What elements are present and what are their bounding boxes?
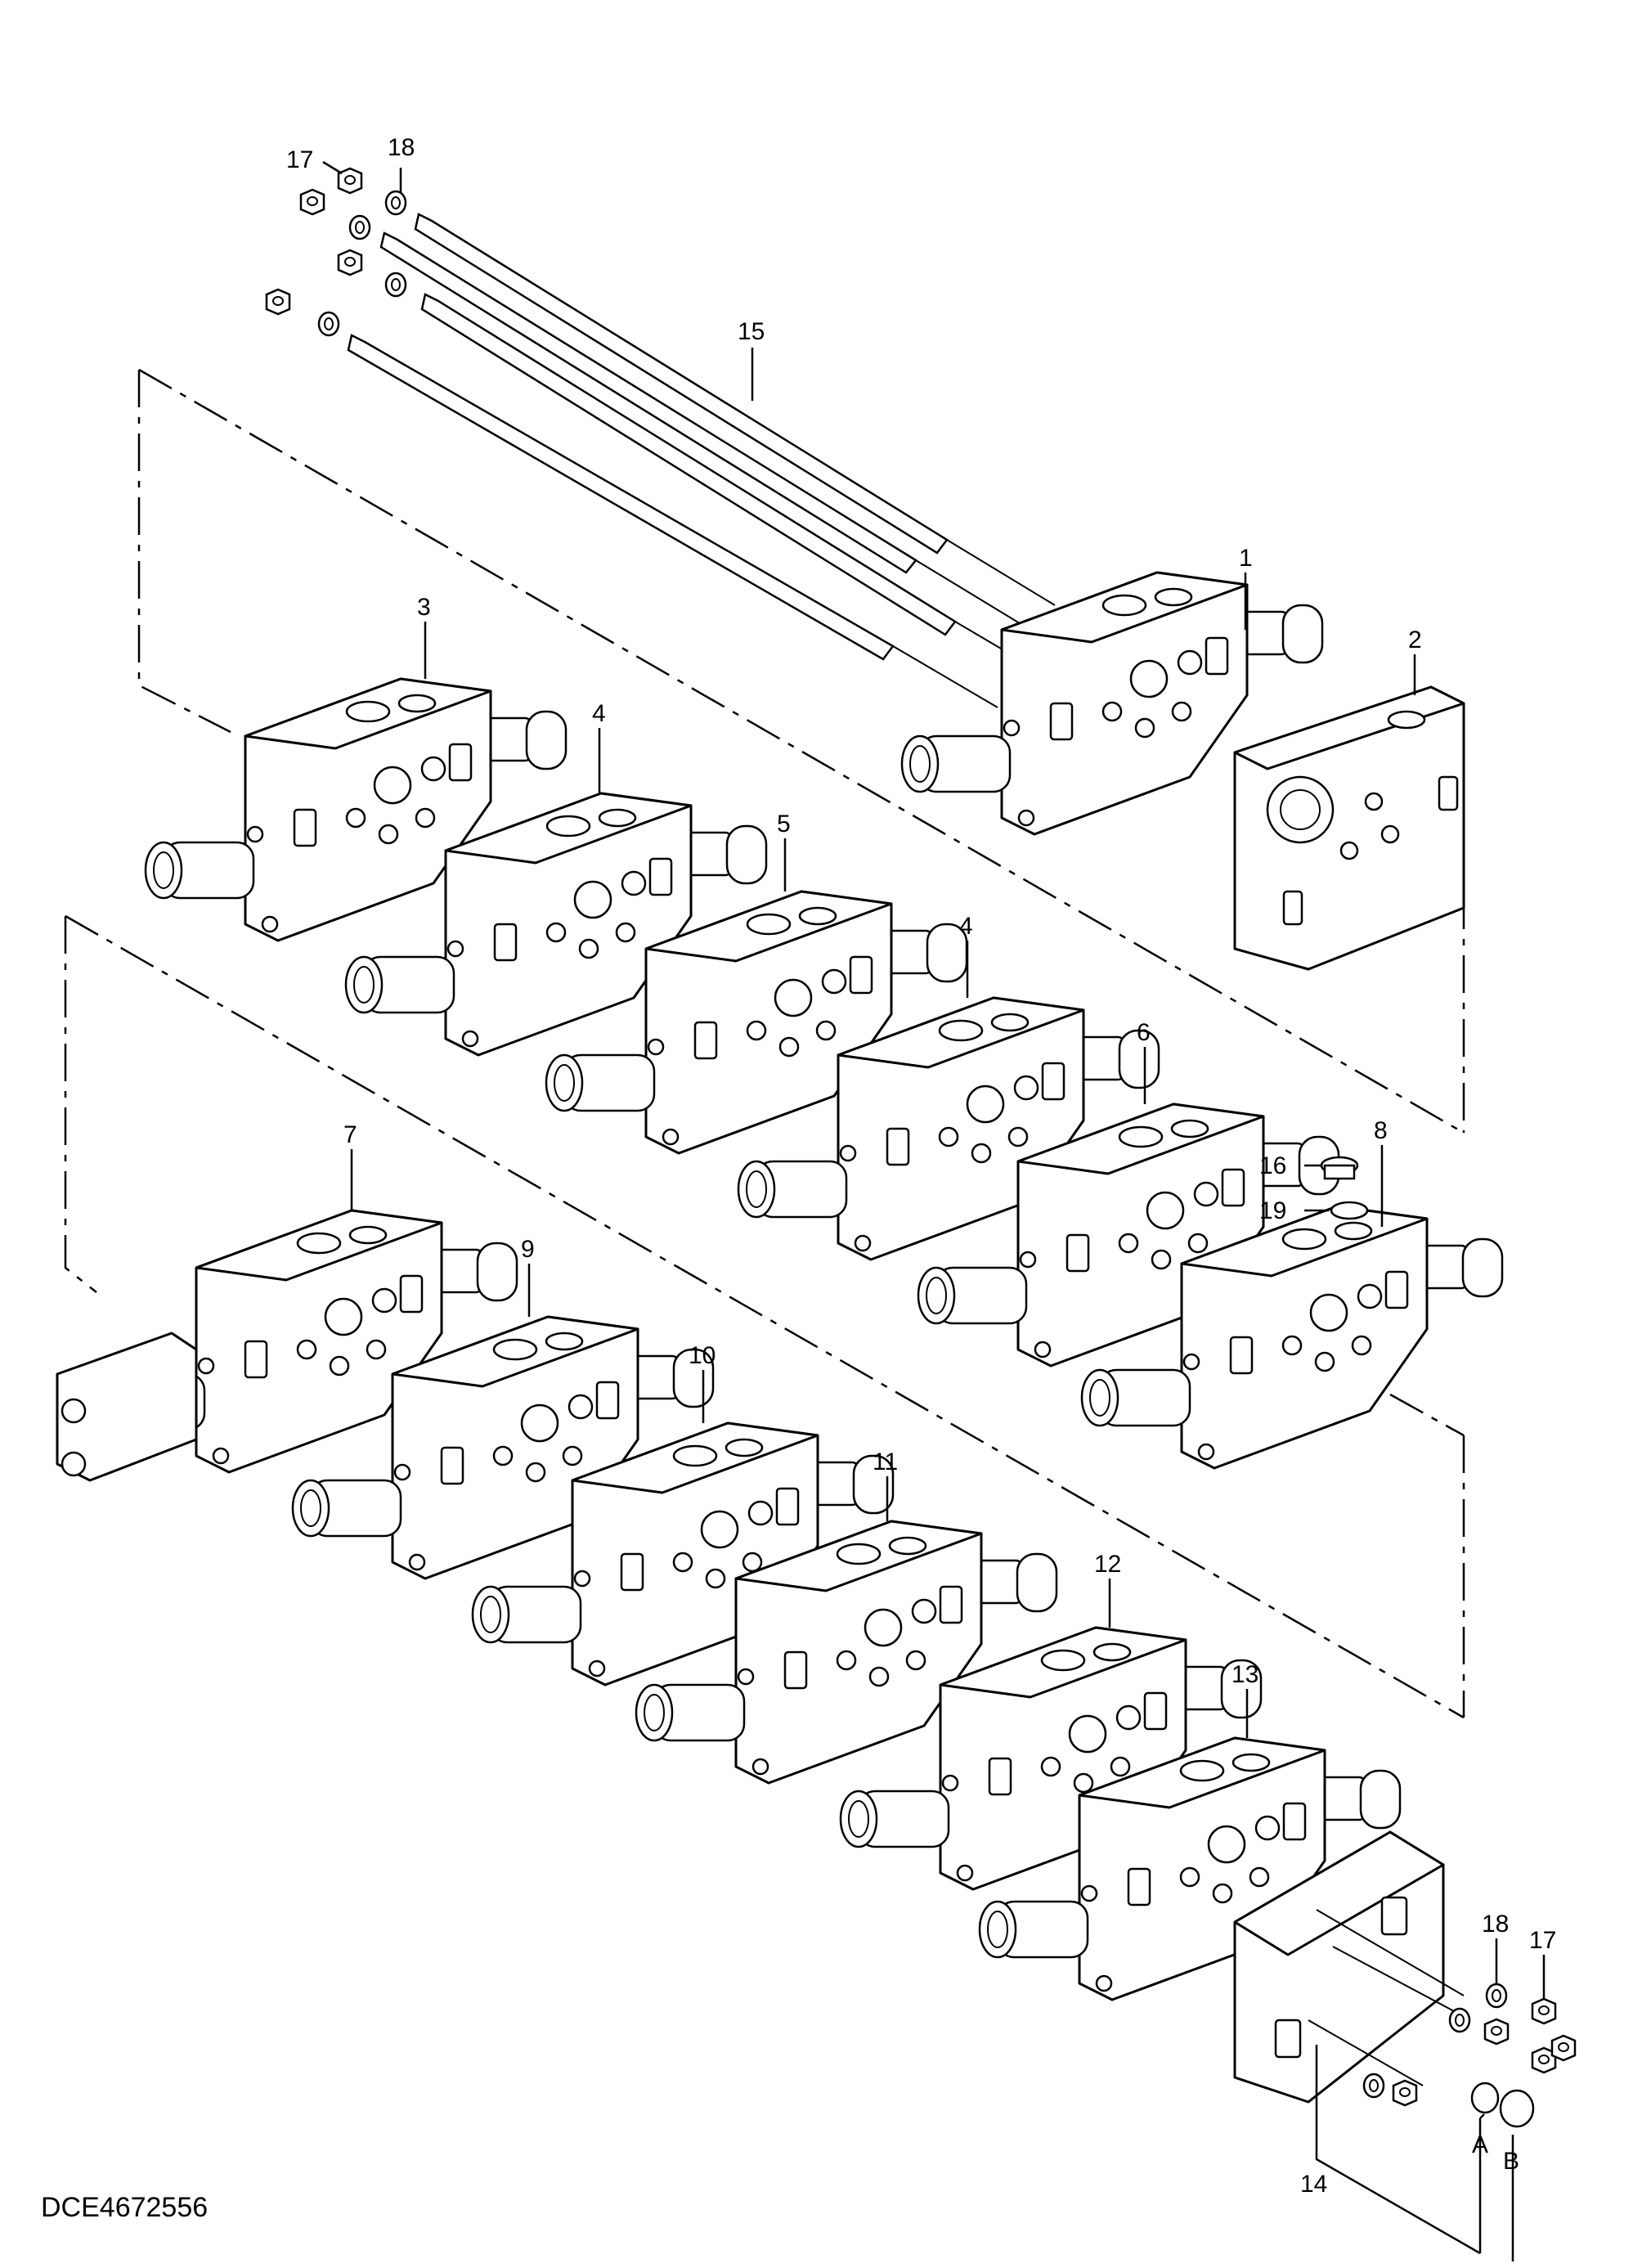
callout-19: 19 (1259, 1197, 1286, 1224)
plug-16 (1320, 1156, 1359, 1180)
callout-12: 12 (1094, 1551, 1121, 1578)
callout-9: 9 (521, 1236, 535, 1263)
callout-17-bottom: 17 (1529, 1927, 1556, 1954)
washer-icon (1362, 2073, 1385, 2099)
callout-11: 11 (873, 1448, 898, 1475)
callout-B: B (1503, 2148, 1519, 2175)
callout-1: 1 (1239, 545, 1253, 572)
washer-icon (348, 214, 371, 240)
assembly-outline-upper (137, 368, 1465, 1134)
figure-code: DCE4672556 (41, 2192, 208, 2223)
nut-icon (299, 188, 325, 216)
leader-lines (322, 160, 1546, 2261)
nut-icon (337, 249, 363, 276)
callout-2: 2 (1408, 627, 1422, 653)
callout-13: 13 (1232, 1661, 1258, 1688)
o-ring-19 (1330, 1201, 1369, 1220)
callout-8: 8 (1374, 1117, 1388, 1144)
callout-18-top: 18 (388, 134, 415, 161)
callout-A: A (1472, 2131, 1488, 2158)
plug-B (1499, 2089, 1535, 2128)
assembly-outline-lower (64, 914, 1465, 1719)
washer-icon (1448, 2007, 1471, 2033)
callout-16: 16 (1259, 1152, 1286, 1179)
washer-icon (1485, 1983, 1508, 2009)
nut-icon (1392, 2079, 1418, 2107)
callout-10: 10 (689, 1342, 716, 1369)
nut-icon (337, 167, 363, 195)
washer-icon (384, 272, 407, 298)
callout-14: 14 (1300, 2171, 1327, 2198)
callout-6: 6 (1137, 1019, 1151, 1046)
callout-3: 3 (417, 594, 431, 621)
nuts-washers-top (265, 167, 407, 337)
washer-icon (384, 190, 407, 216)
nut-icon (1531, 1997, 1557, 2025)
o-ring-A (1470, 2082, 1500, 2114)
callout-4-lower: 4 (959, 913, 973, 940)
end-cover-14 (1233, 1830, 1465, 2104)
washer-icon (317, 311, 340, 337)
nut-icon (265, 288, 291, 316)
callout-15: 15 (738, 318, 765, 345)
callout-7: 7 (343, 1121, 357, 1148)
nuts-washers-bottom (1362, 1983, 1577, 2128)
callout-17-top: 17 (286, 146, 313, 173)
callout-4-upper: 4 (592, 700, 606, 727)
nut-icon (1550, 2034, 1577, 2062)
callout-labels: 17 18 15 1 2 3 4 5 4 6 16 19 8 7 9 10 11… (286, 134, 1556, 2198)
section-7-front-cover (56, 1332, 198, 1482)
callout-5: 5 (777, 811, 791, 838)
nut-icon (1483, 2018, 1510, 2046)
tie-rods (347, 213, 1056, 708)
callout-18-bottom: 18 (1482, 1911, 1509, 1938)
section-2 (1233, 685, 1465, 971)
